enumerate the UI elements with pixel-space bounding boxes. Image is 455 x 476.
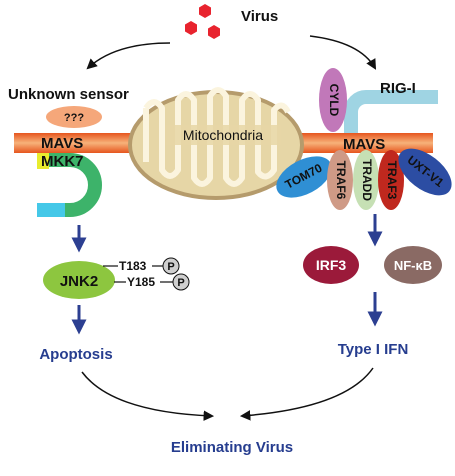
- unknown-sensor-text: ???: [64, 112, 84, 124]
- traf6-oval: TRAF6: [327, 150, 353, 210]
- mavs-bar-left: [14, 133, 144, 153]
- rigi-label: RIG-I: [380, 80, 416, 97]
- mavs-bar-right: [300, 133, 433, 153]
- rigi-hook: [344, 90, 438, 133]
- y185-phospho-icon: [172, 273, 190, 291]
- mitochondria-label: Mitochondria: [183, 127, 263, 143]
- mavs-right-label: MAVS: [343, 136, 385, 153]
- virus-to-sensor-arrow: [86, 42, 171, 70]
- traf3-oval: TRAF3: [378, 150, 404, 210]
- unknown-sensor-label: Unknown sensor: [8, 86, 129, 103]
- t183-phospho-icon: [162, 257, 180, 275]
- cyld-oval: [319, 68, 347, 132]
- apoptosis-to-elimination-arrow: [81, 371, 215, 421]
- nfkb-label: NF-κB: [394, 258, 432, 273]
- irf3-oval: [303, 246, 359, 284]
- traf3-label: TRAF3: [385, 161, 399, 200]
- mkk7-label: MKK7: [41, 153, 84, 170]
- unknown-sensor-blob: [46, 106, 102, 128]
- virus-label: Virus: [241, 8, 278, 25]
- mkk7-yellow-segment: [37, 152, 49, 169]
- virus-to-rigi-arrow: [309, 35, 377, 70]
- irf3-label: IRF3: [316, 257, 347, 273]
- mitochondria-organelle: [128, 87, 304, 200]
- jnk2-oval: [43, 261, 115, 299]
- cyld-label: CYLD: [327, 84, 341, 117]
- traf6-label: TRAF6: [334, 161, 348, 200]
- y185-phospho-mark: P: [177, 277, 184, 289]
- mavs-left-label: MAVS: [41, 135, 83, 152]
- ifn-to-elimination-arrow: [239, 367, 374, 421]
- t183-phospho-mark: P: [167, 261, 174, 273]
- tradd-oval: TRADD: [353, 150, 379, 210]
- y185-label: Y185: [127, 275, 155, 289]
- type-i-ifn-label: Type I IFN: [338, 341, 409, 358]
- t183-label: T183: [119, 259, 147, 273]
- jnk2-label: JNK2: [60, 273, 98, 290]
- mkk7-cyan-tail: [37, 203, 65, 217]
- tradd-label: TRADD: [360, 159, 374, 201]
- mkk7-green-hook: [49, 153, 102, 217]
- virus-particles-icon: [185, 4, 220, 39]
- nfkb-oval: [384, 246, 442, 284]
- eliminating-virus-label: Eliminating Virus: [171, 439, 293, 456]
- apoptosis-label: Apoptosis: [39, 346, 112, 363]
